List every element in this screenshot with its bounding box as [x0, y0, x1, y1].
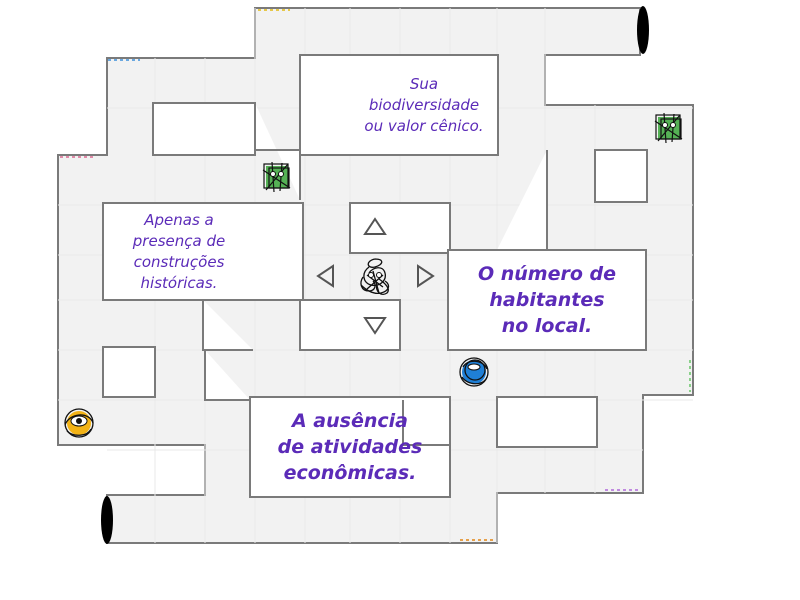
blue-ghost-icon	[459, 357, 489, 387]
enemy-yellow	[61, 405, 97, 441]
pipe-end-top-icon	[637, 6, 649, 54]
green-ghost-icon	[654, 112, 683, 144]
enemy-blue	[457, 355, 491, 389]
maze-walls	[102, 54, 648, 498]
enemy-green-2	[652, 111, 686, 145]
arrow-left-icon	[316, 264, 334, 288]
arrow-down-icon	[363, 317, 387, 335]
answer-right[interactable]: O número de habitantes no local.	[450, 252, 644, 348]
arrow-up-icon	[363, 217, 387, 235]
arrow-right-button[interactable]	[410, 261, 440, 291]
answer-left[interactable]: Apenas a presença de construções históri…	[105, 205, 253, 298]
answer-right-text: O número de habitantes no local.	[477, 263, 617, 337]
answer-top-text: Sua biodiversidade ou valor cênico.	[364, 74, 484, 135]
green-ghost-icon	[262, 161, 291, 193]
wall-accents	[60, 9, 691, 541]
scribble-player-icon	[360, 258, 390, 295]
arrow-down-button[interactable]	[360, 310, 390, 340]
answer-top[interactable]: Sua biodiversidade ou valor cênico.	[352, 60, 496, 150]
pipe-end-bottom-icon	[101, 496, 113, 544]
arrow-left-button[interactable]	[311, 261, 341, 291]
enemy-green-1	[260, 160, 294, 194]
answer-left-text: Apenas a presença de construções históri…	[132, 210, 226, 292]
answer-bottom[interactable]: A ausência de atividades econômicas.	[252, 399, 448, 495]
player[interactable]	[355, 255, 395, 297]
maze-pipes	[101, 6, 649, 544]
yellow-eye-ghost-icon	[64, 408, 94, 438]
arrow-up-button[interactable]	[360, 212, 390, 242]
answer-bottom-text: A ausência de atividades econômicas.	[277, 410, 423, 484]
arrow-right-icon	[417, 264, 435, 288]
